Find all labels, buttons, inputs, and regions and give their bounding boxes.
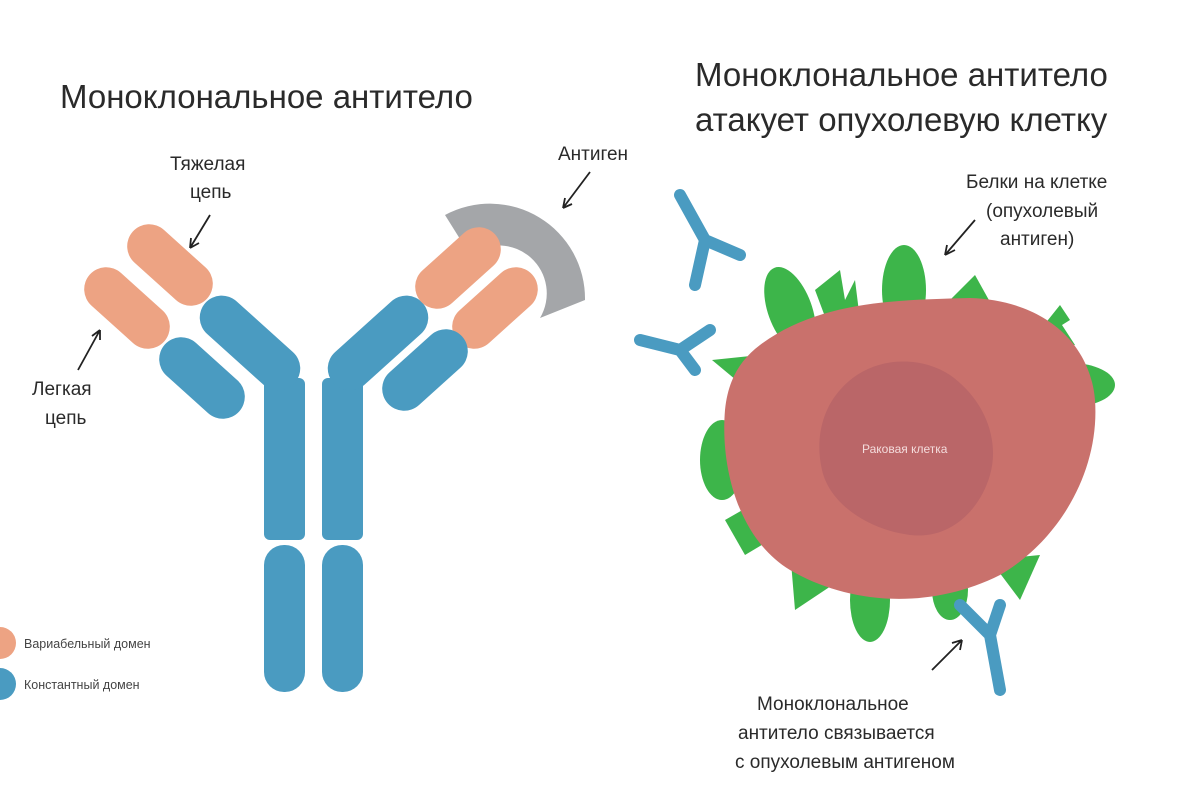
legend-constant-label: Константный домен <box>24 678 140 692</box>
heavy-chain-stem-right-lower <box>322 545 363 692</box>
light-constant-left-arm <box>159 337 245 419</box>
free-antibody-icon-2 <box>634 324 716 376</box>
left-title: Моноклональное антитело <box>60 78 473 115</box>
light-chain-arrow-icon <box>77 329 101 371</box>
heavy-chain-label-2: цепь <box>190 182 232 203</box>
heavy-constant-right-arm <box>327 295 429 391</box>
legend-variable-label: Вариабельный домен <box>24 637 151 651</box>
cell-proteins-label-1: Белки на клетке <box>966 172 1107 193</box>
light-variable-right-arm <box>452 267 538 349</box>
light-chain-label-1: Легкая <box>32 379 92 400</box>
heavy-chain-stem-left-lower <box>264 545 305 692</box>
heavy-constant-left-arm <box>199 295 301 391</box>
binding-label-3: с опухолевым антигеном <box>735 752 955 773</box>
cell-proteins-label-3: антиген) <box>1000 229 1074 250</box>
light-constant-right-arm <box>382 329 468 411</box>
binding-arrow-icon <box>931 639 963 671</box>
heavy-variable-left-arm <box>127 224 213 306</box>
heavy-chain-stem-right-upper <box>322 378 363 540</box>
heavy-variable-right-arm <box>415 227 501 309</box>
free-antibodies <box>634 189 1006 696</box>
heavy-chain-arrow-icon <box>189 214 211 249</box>
bound-antibody-icon <box>954 599 1006 696</box>
antigen-label: Антиген <box>558 144 628 165</box>
binding-label-2: антитело связывается <box>738 723 935 744</box>
cell-proteins-arrow-icon <box>944 219 976 256</box>
cell-proteins-label-2: (опухолевый <box>986 201 1098 222</box>
light-chain-label-2: цепь <box>45 408 87 429</box>
heavy-chain-label-1: Тяжелая <box>170 154 245 175</box>
binding-label-1: Моноклональное <box>757 694 909 715</box>
light-variable-left-arm <box>84 267 170 349</box>
right-title-line-1: Моноклональное антитело <box>695 56 1108 93</box>
right-title-line-2: атакует опухолевую клетку <box>695 101 1108 138</box>
cancer-cell-label: Раковая клетка <box>862 442 948 456</box>
antigen-arrow-icon <box>562 171 591 209</box>
cancer-cell-nucleus <box>819 361 994 536</box>
antibody-diagram <box>84 203 586 692</box>
heavy-chain-stem-left-upper <box>264 378 305 540</box>
legend-variable-swatch <box>0 627 16 659</box>
cancer-cell-diagram: Раковая клетка <box>700 245 1115 642</box>
legend-constant-swatch <box>0 668 16 700</box>
free-antibody-icon-1 <box>674 189 746 291</box>
